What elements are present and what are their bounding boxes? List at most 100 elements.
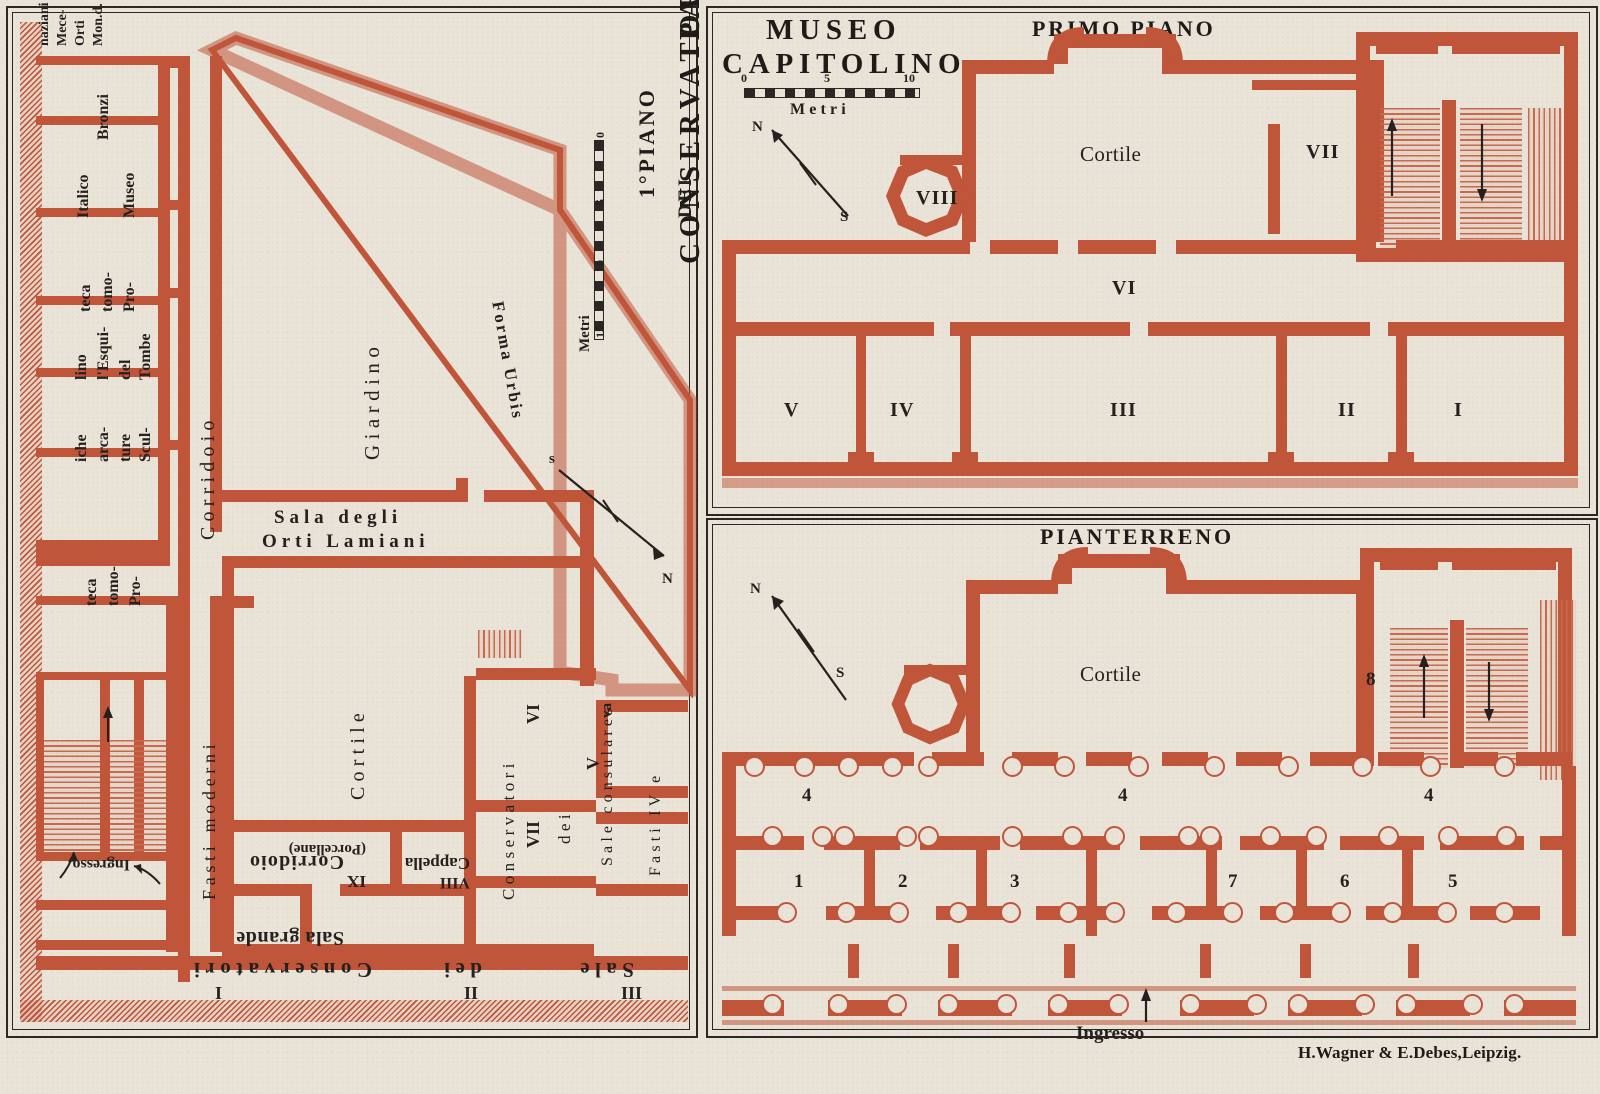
pianterreno-heading: PIANTERRENO xyxy=(1040,524,1235,549)
room-label-scult-3: arca- xyxy=(95,426,112,462)
label-conservatori-bottom: Conservatori xyxy=(188,958,372,982)
label-room-ii-primo: II xyxy=(1338,399,1356,421)
label-sala-orti-2: Orti Lamiani xyxy=(262,531,430,552)
room-label-orti-4: naziani xyxy=(37,2,52,46)
left-title-rest: CONSERVATORI xyxy=(674,0,706,264)
publisher-credit: H.Wagner & E.Debes,Leipzig. xyxy=(1298,1043,1522,1062)
right-scale-tick-5: 5 xyxy=(824,71,830,85)
label-room-2-pianterreno: 2 xyxy=(898,871,908,892)
label-room-iv-primo: IV xyxy=(890,399,915,421)
room-label-tombe-1: Tombe xyxy=(137,333,154,380)
label-room-viii-primo: VIII xyxy=(916,187,959,209)
primo-compass-s: S xyxy=(840,209,849,225)
label-cappella: Cappella xyxy=(404,854,470,873)
label-room-vii-left: VII xyxy=(523,820,543,848)
label-room-i-primo: I xyxy=(1454,399,1463,421)
label-dei-mid: dei xyxy=(555,809,574,844)
museo-title-line1: MUSEO xyxy=(766,14,902,46)
room-label-proto-2: tomo- xyxy=(99,272,116,312)
label-corridoio: Corridoio xyxy=(197,415,219,540)
label-sala-grande: Sala grande xyxy=(235,927,344,949)
label-room-iii-primo: III xyxy=(1110,399,1137,421)
room-label-orti-1: Mon.d. xyxy=(91,3,106,46)
room-label-scult-2: ture xyxy=(117,433,134,462)
room-label-proto-lower-2: tomo- xyxy=(105,566,122,606)
label-cortile-pianterreno: Cortile xyxy=(1080,662,1142,686)
label-cortile-primo: Cortile xyxy=(1080,142,1142,166)
room-label-tombe-2: del xyxy=(117,359,134,380)
label-room-5-pianterreno: 5 xyxy=(1448,871,1458,892)
label-fasti-iv-e: Fasti IV e xyxy=(647,771,664,876)
room-label-scult-4: iche xyxy=(73,434,90,462)
label-room-1-pianterreno: 1 xyxy=(794,871,804,892)
wall-hatch-bottom xyxy=(20,1000,688,1022)
label-va: va xyxy=(599,703,615,718)
label-dei-bottom: dei xyxy=(438,958,482,982)
label-room-vi-left: VI xyxy=(523,703,543,724)
room-label-museo: Museo xyxy=(121,172,138,218)
right-scale-tick-10: 10 xyxy=(903,71,915,85)
primo-compass-n: N xyxy=(752,119,763,135)
primo-piano-frame xyxy=(706,6,1598,516)
label-cortile-left: Cortile xyxy=(347,708,369,800)
stair-primo-side xyxy=(1528,108,1562,254)
room-label-proto-lower-3: teca xyxy=(83,578,100,606)
stair-pianterreno-down xyxy=(1466,628,1528,768)
stair-primo-down xyxy=(1460,108,1522,254)
right-scale-tick-0: 0 xyxy=(741,71,747,85)
room-label-proto-lower-1: Pro- xyxy=(127,576,144,606)
label-sale-bottom: Sale xyxy=(574,958,634,982)
pianterreno-compass-n: N xyxy=(750,581,761,597)
label-room-iii-left: III xyxy=(620,983,642,1003)
label-room-8-pianterreno: 8 xyxy=(1366,669,1376,690)
pianterreno-frame xyxy=(706,518,1598,1038)
stair-left-flight xyxy=(44,740,100,852)
label-room-vi-primo: VI xyxy=(1112,277,1137,299)
room-label-proto-1: Pro- xyxy=(121,282,138,312)
left-compass-n: N xyxy=(662,571,673,587)
label-cappella-num: VIII xyxy=(439,874,470,891)
room-label-tombe-4: lino xyxy=(73,354,90,380)
stair-pianterreno-up xyxy=(1390,628,1448,768)
room-label-tombe-3: l'Esqui- xyxy=(95,326,112,380)
label-room-4c-pianterreno: 4 xyxy=(1424,785,1434,806)
label-room-4a-pianterreno: 4 xyxy=(802,785,812,806)
label-room-4b-pianterreno: 4 xyxy=(1118,785,1128,806)
label-room-v-left: V xyxy=(583,757,603,770)
label-sala-orti-1: Sala degli xyxy=(274,507,403,528)
right-scale-unit: Metri xyxy=(790,101,850,118)
left-scale-tick-15: 15 xyxy=(593,326,607,338)
stair-right-flight xyxy=(110,740,166,852)
left-compass-s: s xyxy=(549,451,555,467)
label-corridoio-ix-num: IX xyxy=(347,872,366,891)
left-scale-tick-0: 0 xyxy=(593,132,607,138)
room-label-bronzi: Bronzi xyxy=(95,94,112,140)
museo-title-line2: CAPITOLINO xyxy=(722,48,967,80)
label-porcellane: (Porcellane) xyxy=(288,841,366,857)
room-label-italico: Italico xyxy=(75,174,92,218)
wall-hatch-left xyxy=(20,22,42,1022)
pianterreno-compass-s: S xyxy=(836,665,845,681)
label-room-ii-left: II xyxy=(463,983,478,1003)
stair-upper-right xyxy=(478,630,522,658)
left-panel-frame xyxy=(6,6,698,1038)
left-scale-bar xyxy=(594,140,604,340)
label-ingresso-pianterreno: Ingresso xyxy=(1076,1023,1145,1044)
left-subtitle: 1°PIANO xyxy=(634,87,659,198)
corridor-inner-wall xyxy=(178,56,190,982)
room-label-scult-1: Scul- xyxy=(137,427,154,462)
label-giardino: Giardino xyxy=(360,341,384,460)
label-room-v-primo: V xyxy=(784,399,800,421)
label-room-7-pianterreno: 7 xyxy=(1228,871,1238,892)
label-room-6-pianterreno: 6 xyxy=(1340,871,1350,892)
room-label-proto-3: teca xyxy=(77,284,94,312)
right-scale-bar xyxy=(744,88,920,98)
label-room-i-left: I xyxy=(214,983,222,1003)
left-scale-unit: Metri xyxy=(577,315,593,352)
stair-pianterreno-side xyxy=(1540,600,1576,780)
label-fasti-moderni: Fasti moderni xyxy=(199,739,219,900)
label-room-3-pianterreno: 3 xyxy=(1010,871,1020,892)
stair-primo-up xyxy=(1380,108,1440,254)
left-scale-tick-10: 10 xyxy=(593,260,607,272)
